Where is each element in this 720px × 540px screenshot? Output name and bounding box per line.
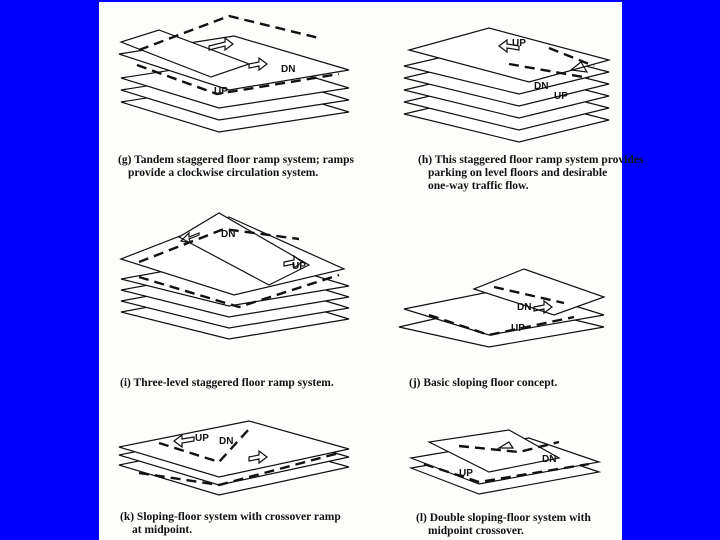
panel-k-label-dn: DN: [219, 436, 233, 447]
panel-l: DN UP (l) Double sloping-floor system wi…: [399, 412, 622, 540]
panel-h-label-up-top: UP: [512, 38, 526, 49]
panel-l-caption-line1: (l) Double sloping-floor system with: [416, 512, 591, 524]
panel-g-caption-line1: (g) Tandem staggered floor ramp system; …: [118, 154, 354, 166]
panel-g-caption-line2: provide a clockwise circulation system.: [128, 167, 319, 179]
panel-h-label-dn: DN: [534, 81, 548, 92]
panel-g-label-up: UP: [214, 86, 228, 97]
panel-i-drawing: DN UP: [119, 212, 350, 340]
panel-i-caption-line1: (i) Three-level staggered floor ramp sys…: [120, 377, 334, 389]
panel-l-label-up: UP: [459, 468, 473, 479]
panel-i-caption: (i) Three-level staggered floor ramp sys…: [120, 377, 334, 390]
panel-j-caption-line1: (j) Basic sloping floor concept.: [409, 377, 558, 389]
panel-g: DN UP (g) Tandem staggered floor ramp sy…: [99, 2, 359, 187]
panel-h-caption: (h) This staggered floor ramp system pro…: [418, 154, 643, 193]
panel-h: UP DN UP (h) This staggered floor ramp s…: [399, 2, 643, 202]
panel-j-drawing: DN UP: [398, 268, 606, 348]
panel-l-label-dn: DN: [542, 454, 556, 465]
panel-i: DN UP (i) Three-level staggered floor ra…: [99, 207, 369, 397]
panel-j: DN UP (j) Basic sloping floor concept.: [394, 257, 622, 392]
panel-k-label-up: UP: [195, 433, 209, 444]
panel-l-caption: (l) Double sloping-floor system with mid…: [416, 512, 591, 538]
panel-k-caption-line2: at midpoint.: [132, 524, 193, 536]
panel-k-drawing: UP DN: [118, 420, 350, 496]
panel-l-caption-line2: midpoint crossover.: [428, 525, 524, 537]
panel-h-caption-line1: (h) This staggered floor ramp system pro…: [418, 154, 644, 166]
panel-l-drawing: DN UP: [408, 429, 602, 495]
diagram-sheet: DN UP (g) Tandem staggered floor ramp sy…: [99, 2, 643, 540]
panel-j-label-up: UP: [511, 323, 525, 334]
panel-g-drawing: DN UP: [118, 14, 350, 133]
panel-j-caption: (j) Basic sloping floor concept.: [409, 377, 557, 390]
panel-k-caption-line1: (k) Sloping-floor system with crossover …: [120, 511, 341, 523]
panel-i-label-dn: DN: [221, 229, 235, 240]
panel-j-label-dn: DN: [517, 302, 531, 313]
panel-h-label-up-bottom: UP: [554, 91, 568, 102]
panel-h-caption-line3: one-way traffic flow.: [428, 180, 529, 192]
panel-h-caption-line2: parking on level floors and desirable: [428, 167, 608, 179]
panel-g-caption: (g) Tandem staggered floor ramp system; …: [118, 154, 354, 180]
panel-i-label-up: UP: [292, 261, 306, 272]
panel-g-label-dn: DN: [281, 64, 295, 75]
panel-k: UP DN (k) Sloping-floor system with cros…: [99, 407, 369, 540]
panel-h-drawing: UP DN UP: [403, 27, 612, 143]
panel-k-caption: (k) Sloping-floor system with crossover …: [120, 511, 341, 537]
